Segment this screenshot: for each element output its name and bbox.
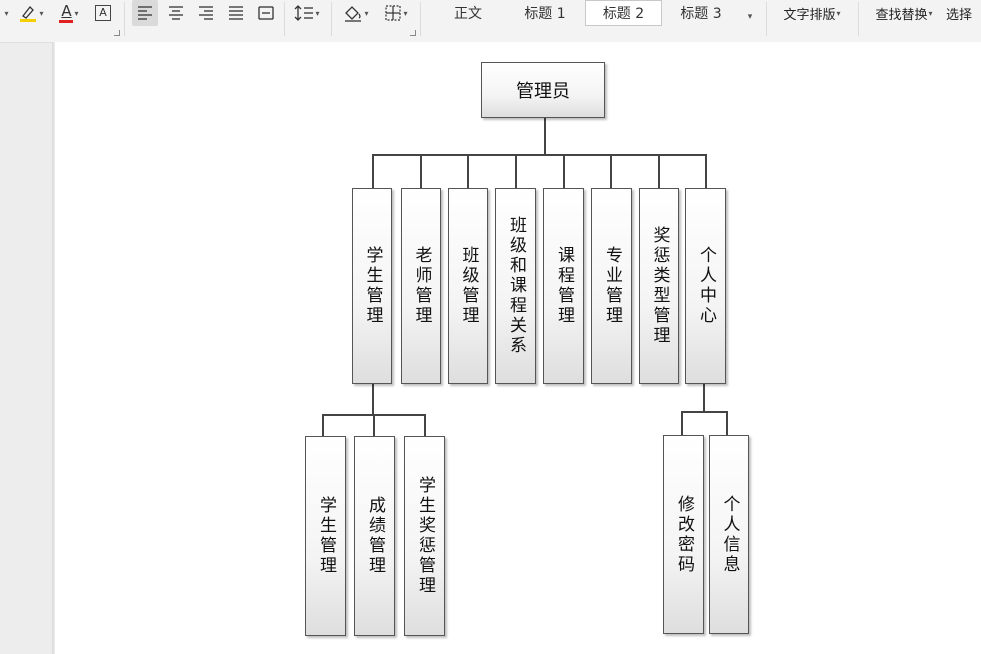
node-reward-type-management[interactable]: 奖惩类型管理 (639, 188, 679, 384)
node-change-password[interactable]: 修改密码 (663, 435, 704, 634)
align-center-icon (169, 6, 183, 20)
connector (372, 154, 707, 156)
node-personal-info[interactable]: 个人信息 (709, 435, 749, 634)
borders-icon (385, 5, 402, 21)
find-replace-button[interactable]: 查找替换▾ (864, 0, 944, 26)
connector (726, 412, 728, 436)
page-shadow (52, 42, 56, 654)
node-student-management[interactable]: 学生管理 (352, 188, 392, 384)
justify-icon (229, 6, 243, 20)
dropdown-arrow[interactable]: ▾ (4, 8, 9, 18)
align-center-button[interactable] (163, 0, 189, 26)
style-heading-3[interactable]: 标题 3 (680, 6, 722, 22)
connector (372, 383, 374, 415)
connector (424, 415, 426, 436)
highlighter-icon (20, 6, 37, 22)
separator (284, 2, 285, 36)
char-border-button[interactable]: A (92, 0, 114, 26)
font-color-glyph: A (61, 1, 72, 20)
connector (703, 383, 705, 412)
node-grade-management[interactable]: 成绩管理 (354, 436, 395, 636)
line-spacing-button[interactable]: ▾ (289, 0, 325, 26)
node-student-reward-management[interactable]: 学生奖惩管理 (404, 436, 445, 636)
connector (373, 415, 375, 436)
separator (858, 2, 859, 36)
line-spacing-icon (295, 5, 314, 21)
separator (331, 2, 332, 36)
align-left-button[interactable] (132, 0, 158, 26)
connector (322, 415, 324, 436)
node-major-management[interactable]: 专业管理 (591, 188, 632, 384)
connector (681, 412, 683, 436)
separator (420, 2, 421, 36)
node-personal-center[interactable]: 个人中心 (685, 188, 726, 384)
select-button[interactable]: 选择 (946, 0, 981, 26)
node-teacher-management[interactable]: 老师管理 (401, 188, 441, 384)
shading-button[interactable]: ▾ (338, 0, 374, 26)
distributed-align-button[interactable] (253, 0, 279, 26)
connector (467, 155, 469, 188)
node-class-management[interactable]: 班级管理 (448, 188, 488, 384)
align-right-button[interactable] (193, 0, 219, 26)
node-class-course-relation[interactable]: 班级和课程关系 (495, 188, 536, 384)
align-left-icon (138, 6, 152, 20)
connector (515, 155, 517, 188)
font-dialog-launcher[interactable] (114, 30, 120, 36)
borders-button[interactable]: ▾ (378, 0, 414, 26)
paint-bucket-icon (345, 6, 362, 22)
text-layout-label: 文字排版 (783, 7, 836, 23)
style-gallery-more-button[interactable]: ▾ (742, 4, 758, 30)
font-color-bar (59, 19, 74, 23)
node-course-management[interactable]: 课程管理 (543, 188, 584, 384)
connector (372, 155, 374, 188)
align-right-icon (199, 6, 213, 20)
connector (563, 155, 565, 188)
chevron-down-icon: ▾ (747, 12, 753, 22)
char-border-glyph: A (95, 5, 111, 21)
select-label: 选择 (946, 7, 973, 23)
font-color-button[interactable]: A ▾ (52, 0, 86, 26)
distributed-align-icon (258, 6, 274, 20)
highlight-button[interactable]: ▾ (14, 0, 48, 26)
separator (124, 2, 125, 36)
node-root-admin[interactable]: 管理员 (481, 62, 605, 118)
separator (766, 2, 767, 36)
connector (705, 155, 707, 188)
justify-button[interactable] (223, 0, 249, 26)
ribbon-toolbar: ▾ ▾ A ▾ A ▾ (0, 0, 981, 43)
text-layout-button[interactable]: 文字排版▾ (772, 0, 852, 26)
connector (681, 411, 728, 413)
paragraph-dialog-launcher[interactable] (410, 30, 416, 36)
style-heading-2[interactable]: 标题 2 (585, 0, 662, 26)
style-body-text[interactable]: 正文 (454, 6, 482, 22)
find-replace-label: 查找替换 (875, 7, 928, 23)
connector (544, 117, 546, 155)
node-sub-student-management[interactable]: 学生管理 (305, 436, 346, 636)
connector (610, 155, 612, 188)
connector (658, 155, 660, 188)
connector (420, 155, 422, 188)
style-heading-1[interactable]: 标题 1 (524, 6, 566, 22)
